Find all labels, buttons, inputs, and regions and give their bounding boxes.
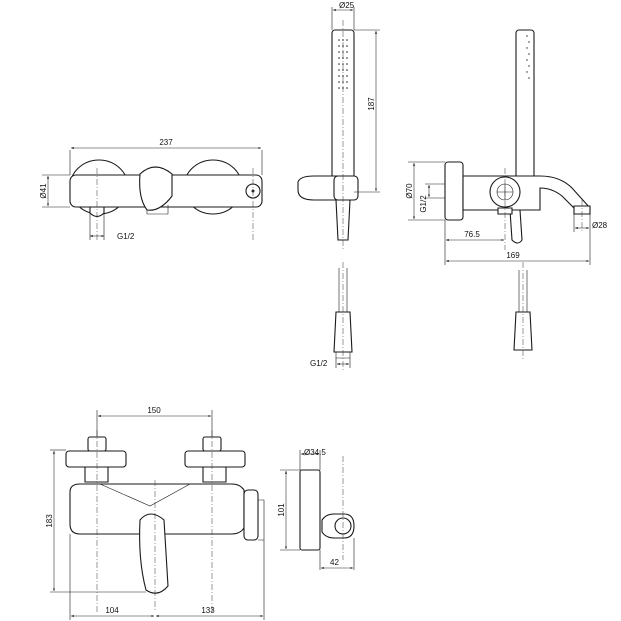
dim-133: 133 bbox=[201, 606, 215, 615]
dim-thread-side: G1/2 bbox=[419, 195, 428, 213]
shower-view: Ø25 187 bbox=[297, 1, 380, 250]
front-view: 150 183 104 133 bbox=[45, 406, 265, 620]
shower-spray-pattern bbox=[338, 39, 348, 89]
front-left-handle bbox=[65, 450, 127, 468]
side-hand-shower bbox=[515, 29, 535, 181]
top-view: 237 Ø41 G1/2 bbox=[39, 138, 263, 241]
dim-diameter-28: Ø28 bbox=[592, 221, 608, 230]
dim-76-5: 76.5 bbox=[464, 230, 480, 239]
dim-187: 187 bbox=[367, 97, 376, 111]
holder-detail-view: Ø34.5 101 42 bbox=[277, 448, 355, 570]
side-body bbox=[462, 175, 591, 215]
dim-237: 237 bbox=[159, 138, 173, 147]
dim-diameter-25: Ø25 bbox=[339, 1, 355, 10]
front-spout bbox=[139, 513, 169, 594]
dim-101: 101 bbox=[277, 503, 286, 517]
dim-thread-top: G1/2 bbox=[117, 232, 135, 241]
dim-169: 169 bbox=[506, 251, 520, 260]
side-hose-end-view bbox=[513, 262, 533, 360]
side-wall-plate bbox=[444, 161, 464, 221]
holder-bar bbox=[299, 469, 321, 551]
side-lever bbox=[509, 209, 523, 244]
top-spout bbox=[139, 166, 173, 211]
dim-diameter-34-5: Ø34.5 bbox=[304, 448, 326, 457]
hose-end-view: G1/2 bbox=[310, 262, 353, 372]
front-right-handle bbox=[184, 450, 246, 468]
dim-183: 183 bbox=[45, 514, 54, 528]
side-view: Ø70 G1/2 76.5 169 Ø28 bbox=[405, 29, 608, 265]
dim-diameter-41: Ø41 bbox=[39, 183, 48, 199]
dim-thread-shower: G1/2 bbox=[310, 359, 328, 368]
dim-104: 104 bbox=[105, 606, 119, 615]
dim-42: 42 bbox=[330, 558, 339, 567]
dim-150: 150 bbox=[147, 406, 161, 415]
dim-diameter-70: Ø70 bbox=[405, 183, 414, 199]
front-diverter bbox=[243, 489, 259, 541]
